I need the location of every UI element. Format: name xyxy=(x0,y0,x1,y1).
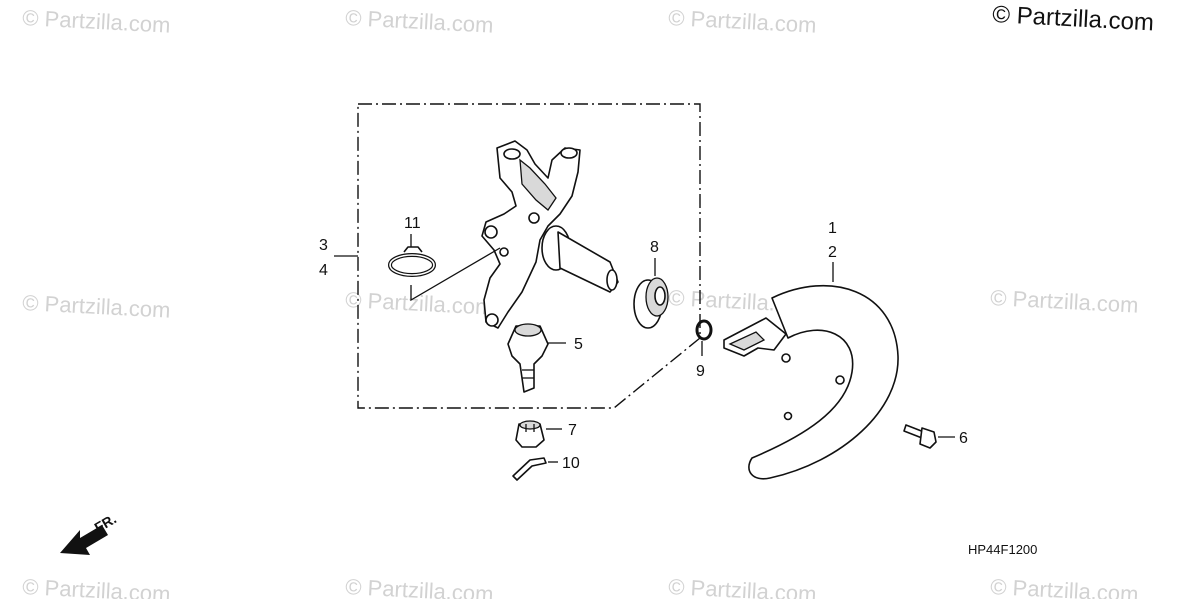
callout-8: 8 xyxy=(650,239,659,256)
callout-9: 9 xyxy=(696,363,705,380)
callout-1: 1 xyxy=(828,220,837,237)
watermark: © Partzilla.com xyxy=(22,290,171,323)
brake-dust-shield-part xyxy=(723,285,899,480)
watermark: © Partzilla.com xyxy=(668,5,817,38)
callout-10: 10 xyxy=(562,455,580,472)
watermark: © Partzilla.com xyxy=(345,5,494,38)
copyright-text: © Partzilla.com xyxy=(992,1,1155,36)
callout-7: 7 xyxy=(568,422,577,439)
cotter-pin-part xyxy=(512,457,547,481)
watermark: © Partzilla.com xyxy=(22,574,171,599)
washer-part xyxy=(695,319,713,341)
circlip-part xyxy=(388,246,436,277)
watermark: © Partzilla.com xyxy=(990,285,1139,318)
watermark: © Partzilla.com xyxy=(22,5,171,38)
front-direction-indicator: FR. xyxy=(60,510,119,555)
steering-knuckle xyxy=(481,140,619,329)
watermark: © Partzilla.com xyxy=(668,574,817,599)
seal-part xyxy=(633,277,669,329)
diagram-code: HP44F1200 xyxy=(968,542,1037,557)
watermark: © Partzilla.com xyxy=(990,574,1139,599)
castle-nut-part xyxy=(515,420,545,448)
watermark: © Partzilla.com xyxy=(345,287,494,320)
bolt-part xyxy=(903,424,937,449)
callout-3: 3 xyxy=(319,237,328,254)
callout-5: 5 xyxy=(574,336,583,353)
front-arrow-icon xyxy=(60,525,108,555)
callout-11: 11 xyxy=(404,215,421,232)
watermark-layer: © Partzilla.com © Partzilla.com © Partzi… xyxy=(22,5,1139,599)
ball-joint-part xyxy=(507,323,549,393)
assembly-boundary xyxy=(357,103,701,409)
callout-6: 6 xyxy=(959,430,968,447)
watermark: © Partzilla.com xyxy=(345,574,494,599)
callout-4: 4 xyxy=(319,262,328,279)
callout-2: 2 xyxy=(828,244,837,261)
leader-line-11-knuckle xyxy=(410,247,501,302)
